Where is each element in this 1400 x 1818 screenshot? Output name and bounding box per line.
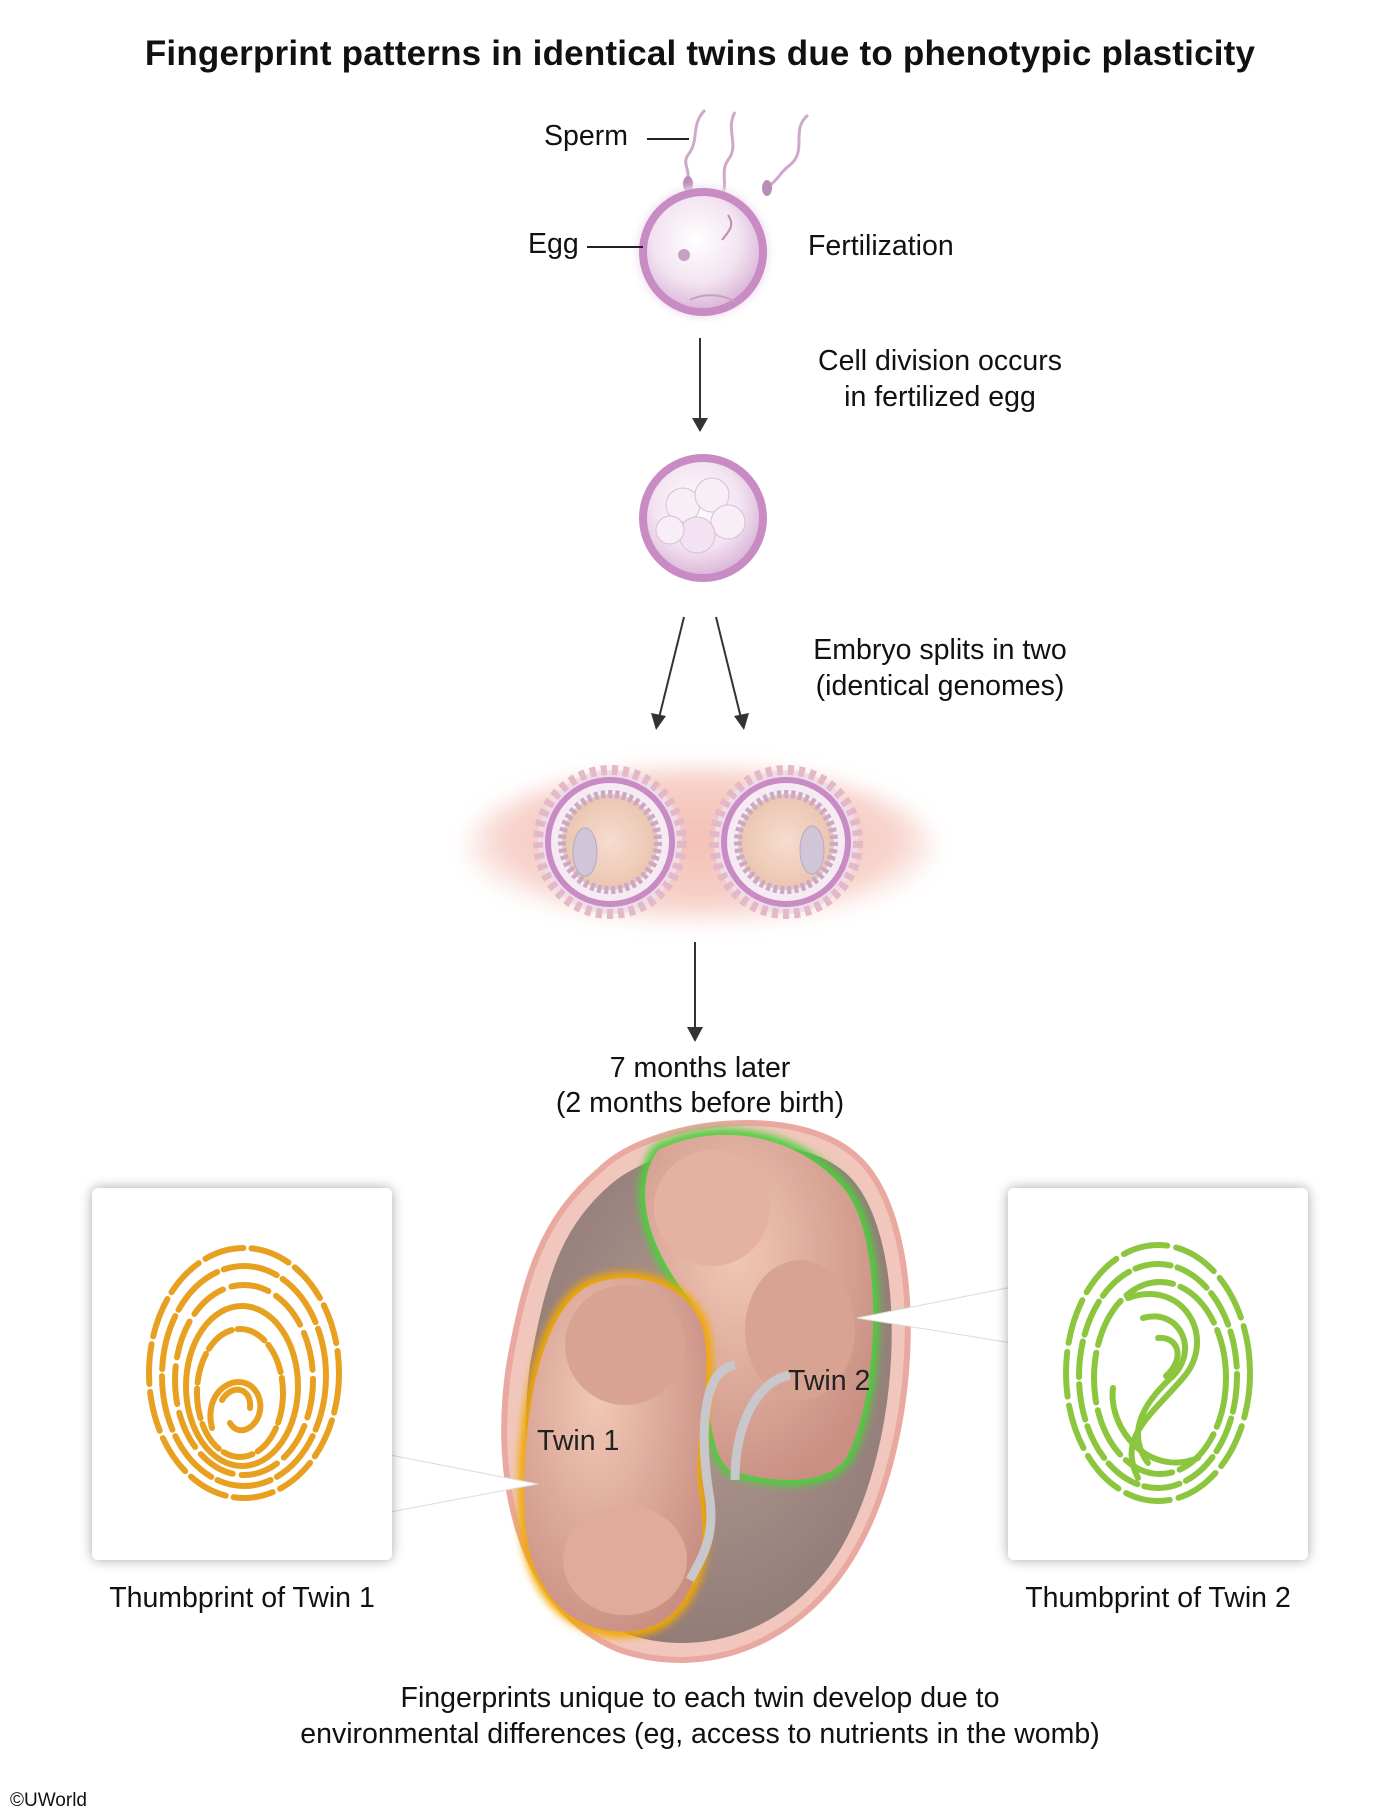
womb-with-twins bbox=[501, 1120, 911, 1663]
copyright: ©UWorld bbox=[10, 1790, 87, 1812]
leader-line-egg bbox=[587, 246, 643, 248]
footer-line1: Fingerprints unique to each twin develop… bbox=[400, 1682, 1000, 1714]
copyright-icon: © bbox=[10, 1790, 24, 1811]
label-fertilization: Fertilization bbox=[808, 230, 954, 262]
label-sperm: Sperm bbox=[544, 120, 628, 152]
label-7-months-line2: (2 months before birth) bbox=[555, 1087, 845, 1119]
fingerprint-icon-twin1 bbox=[146, 1245, 342, 1501]
label-embryo-split-line1: Embryo splits in two bbox=[813, 634, 1067, 666]
blastocyst-right bbox=[709, 765, 863, 919]
thumbprint-box-twin1 bbox=[92, 1188, 392, 1560]
label-cell-division-line1: Cell division occurs bbox=[818, 345, 1062, 377]
arrow-embryo-split bbox=[651, 616, 749, 730]
fingerprint-icon-twin2 bbox=[1063, 1242, 1253, 1504]
arrow-cell-division bbox=[692, 338, 708, 432]
label-twin1: Twin 1 bbox=[537, 1425, 620, 1457]
label-7-months-line1: 7 months later bbox=[609, 1052, 791, 1084]
label-thumbprint-twin1: Thumbprint of Twin 1 bbox=[109, 1582, 375, 1614]
leader-line-sperm bbox=[647, 138, 689, 140]
footer-line2: environmental differences (eg, access to… bbox=[300, 1718, 1100, 1750]
label-twin2: Twin 2 bbox=[788, 1365, 871, 1397]
label-cell-division-line2: in fertilized egg bbox=[844, 381, 1036, 413]
arrow-7-months bbox=[687, 942, 703, 1042]
figure-title: Fingerprint patterns in identical twins … bbox=[144, 34, 1256, 73]
label-thumbprint-twin2: Thumbprint of Twin 2 bbox=[1025, 1582, 1291, 1614]
blastocyst-left bbox=[533, 765, 687, 919]
implanted-blastocysts bbox=[465, 765, 935, 928]
fertilized-egg bbox=[637, 186, 769, 318]
sperm-cells bbox=[683, 108, 810, 210]
label-embryo-split-line2: (identical genomes) bbox=[815, 670, 1065, 702]
thumbprint-box-twin2 bbox=[1008, 1188, 1308, 1560]
copyright-text: UWorld bbox=[24, 1790, 87, 1811]
label-egg: Egg bbox=[528, 228, 579, 260]
morula bbox=[639, 454, 767, 582]
